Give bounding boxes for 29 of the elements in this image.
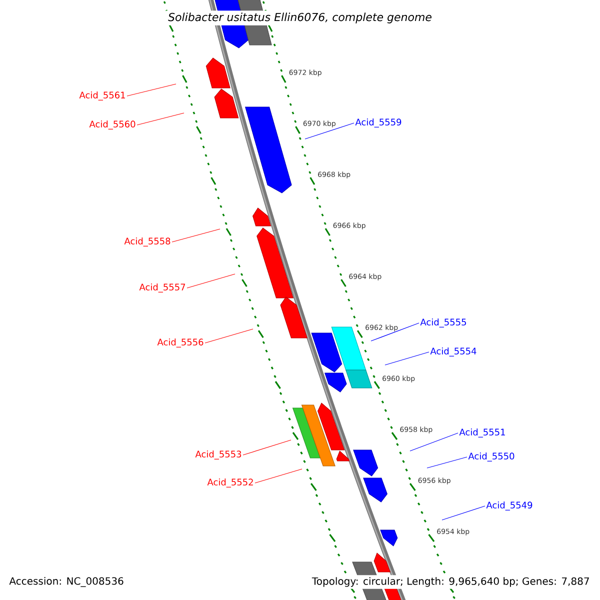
gene-label: Acid_5559 xyxy=(355,118,402,128)
leader-line xyxy=(254,468,302,484)
leader-line xyxy=(304,122,354,140)
genome-info-text: Topology: circular; Length: 9,965,640 bp; Genes: 7,887 xyxy=(310,575,592,589)
gene-label: Acid_5551 xyxy=(459,428,505,438)
leader-line xyxy=(136,112,184,126)
gene-label: Acid_5550 xyxy=(468,452,514,462)
leader-line xyxy=(204,328,254,344)
gene-label: Acid_5557 xyxy=(139,284,186,292)
leader-line xyxy=(242,440,292,456)
gene-label: Acid_5555 xyxy=(420,318,466,328)
leader-line xyxy=(172,228,220,242)
leader-line xyxy=(126,84,176,96)
leader-line xyxy=(410,432,458,452)
leader-line xyxy=(186,274,236,288)
gene-label: Acid_5561 xyxy=(79,92,125,100)
gene-label: Acid_5560 xyxy=(89,120,136,130)
gene-label: Acid_5552 xyxy=(207,478,253,488)
leader-line xyxy=(370,322,420,342)
gene-label: Acid_5549 xyxy=(486,502,532,510)
gene-label: Acid_5558 xyxy=(124,238,170,246)
gene-label: Acid_5554 xyxy=(430,348,476,356)
leader-line xyxy=(384,352,430,366)
leader-line xyxy=(442,506,486,520)
gene-label: Acid_5553 xyxy=(195,450,242,460)
title: Solibacter usitatus Ellin6076, complete genome xyxy=(166,10,434,26)
gene-label: Acid_5556 xyxy=(157,338,204,348)
accession-text: Accession: NC_008536 xyxy=(7,575,126,589)
leader-line xyxy=(426,456,468,468)
